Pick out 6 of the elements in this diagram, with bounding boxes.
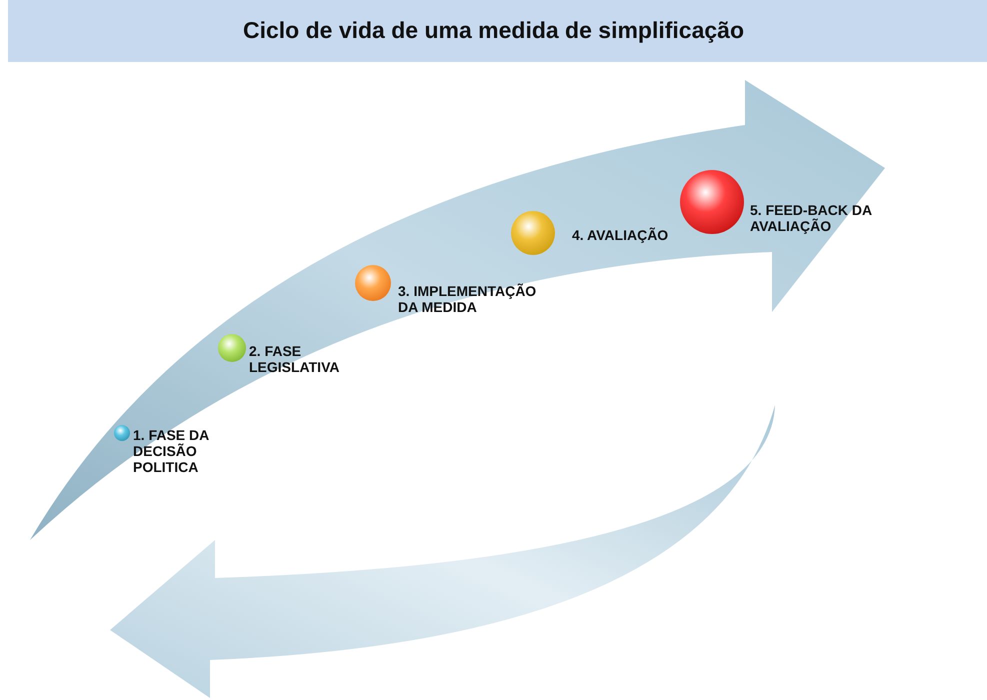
step-label: 4. AVALIAÇÃO [572,227,670,243]
step-label: 3. IMPLEMENTAÇÃO DA MEDIDA [398,283,538,315]
step-label: 2. FASE LEGISLATIVA [249,343,340,375]
step-label: 5. FEED-BACK DA AVALIAÇÃO [750,202,873,234]
step-label: 1. FASE DA DECISÃO POLITICA [133,427,210,475]
title: Ciclo de vida de uma medida de simplificação [242,17,746,44]
